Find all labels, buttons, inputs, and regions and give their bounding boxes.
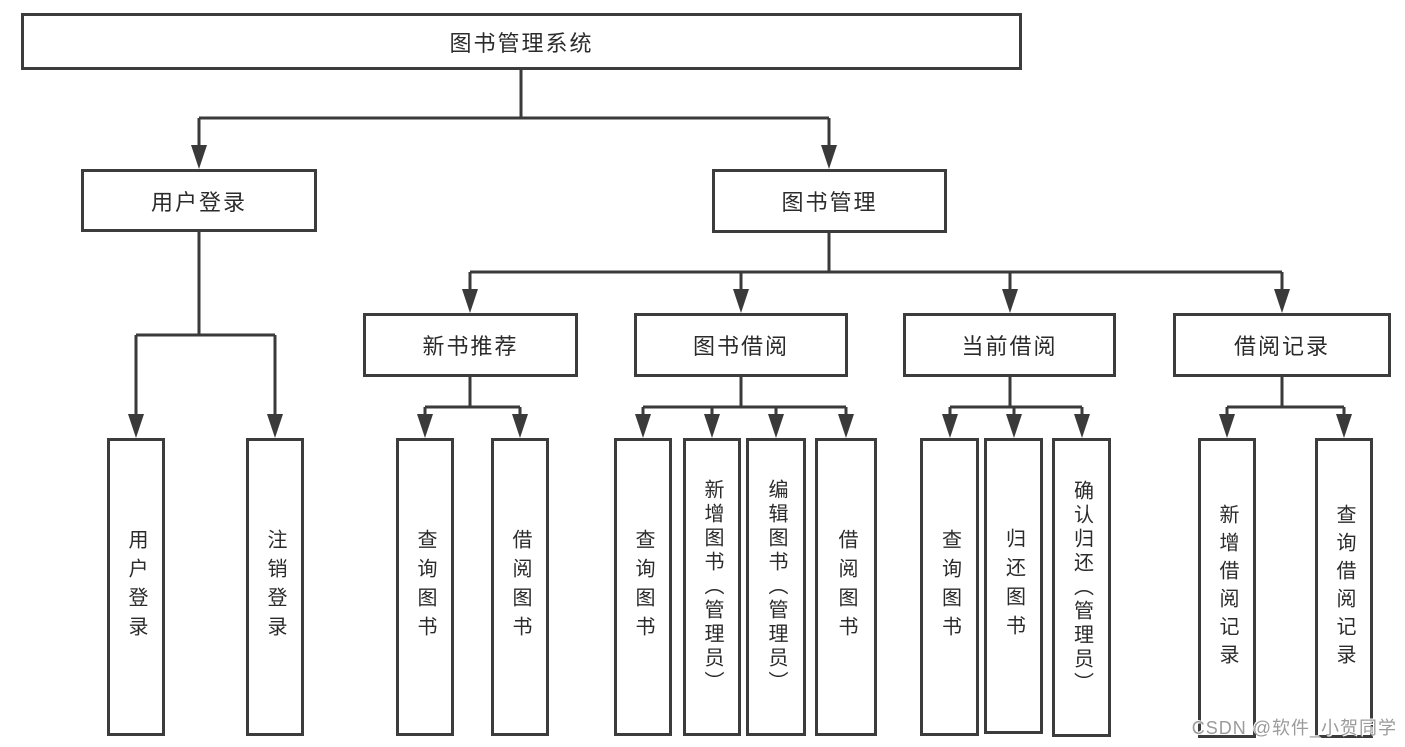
arrowhead-down-icon <box>1336 414 1352 438</box>
arrowhead-down-icon <box>1006 414 1022 438</box>
leaf-label: 查询图书 <box>414 529 436 645</box>
arrowhead-down-icon <box>462 289 478 313</box>
connector-current-to-leaves <box>942 377 1090 438</box>
node-root-system: 图书管理系统 <box>21 13 1022 70</box>
leaf-query-books-borrow: 查询图书 <box>614 438 672 736</box>
arrowhead-down-icon <box>768 414 784 438</box>
leaf-label: 查询借阅记录 <box>1333 504 1355 672</box>
connector-root-to-level1 <box>191 70 837 169</box>
arrowhead-down-icon <box>838 414 854 438</box>
arrowhead-down-icon <box>1002 289 1018 313</box>
arrowhead-down-icon <box>1274 289 1290 313</box>
arrowhead-down-icon <box>704 414 720 438</box>
leaf-label: 用户登录 <box>125 529 147 645</box>
leaf-label: 新增图书（管理员） <box>701 479 723 695</box>
leaf-label: 归还图书 <box>1002 528 1025 644</box>
arrowhead-down-icon <box>635 414 651 438</box>
node-current-borrow: 当前借阅 <box>903 313 1116 377</box>
arrowhead-down-icon <box>191 145 207 169</box>
arrowhead-down-icon <box>942 414 958 438</box>
leaf-add-books-admin: 新增图书（管理员） <box>683 438 741 736</box>
leaf-user-login: 用户登录 <box>107 438 165 736</box>
node-new-books: 新书推荐 <box>363 313 578 377</box>
leaf-label: 借阅图书 <box>509 529 531 645</box>
leaf-query-books-current: 查询图书 <box>920 438 979 736</box>
connector-new-books-to-leaves <box>417 377 528 438</box>
arrowhead-down-icon <box>267 414 283 438</box>
leaf-confirm-return-admin: 确认归还（管理员） <box>1052 438 1111 737</box>
connector-records-to-leaves <box>1219 377 1352 438</box>
node-book-borrow: 图书借阅 <box>634 313 848 377</box>
node-borrow-records: 借阅记录 <box>1173 313 1391 377</box>
connector-borrow-to-leaves <box>635 377 854 438</box>
node-label: 图书借阅 <box>692 334 789 359</box>
node-user-login: 用户登录 <box>81 169 317 232</box>
leaf-label: 借阅图书 <box>835 529 857 645</box>
leaf-return-books: 归还图书 <box>984 438 1043 734</box>
node-label: 用户登录 <box>150 189 247 215</box>
arrowhead-down-icon <box>1219 414 1235 438</box>
arrowhead-down-icon <box>821 145 837 169</box>
arrowhead-down-icon <box>128 414 144 438</box>
leaf-add-borrow-record: 新增借阅记录 <box>1198 438 1256 738</box>
connector-user-login-to-leaves <box>128 232 283 438</box>
arrowhead-down-icon <box>417 414 433 438</box>
node-label: 新书推荐 <box>422 334 519 359</box>
leaf-edit-books-admin: 编辑图书（管理员） <box>746 438 806 736</box>
arrowhead-down-icon <box>733 289 749 313</box>
node-label: 图书管理 <box>781 190 878 215</box>
leaf-logout: 注销登录 <box>246 438 304 736</box>
leaf-label: 新增借阅记录 <box>1216 504 1238 672</box>
leaf-label: 查询图书 <box>938 529 961 645</box>
leaf-label: 注销登录 <box>264 529 286 645</box>
arrowhead-down-icon <box>512 414 528 438</box>
leaf-borrow-books: 借阅图书 <box>815 438 877 736</box>
leaf-label: 查询图书 <box>632 529 654 645</box>
connector-book-mgmt-to-level2 <box>462 233 1290 313</box>
leaf-query-books-newbooks: 查询图书 <box>396 438 454 736</box>
node-label: 借阅记录 <box>1233 334 1330 359</box>
node-label: 当前借阅 <box>961 334 1058 359</box>
node-book-mgmt: 图书管理 <box>712 169 947 233</box>
leaf-borrow-books-newbooks: 借阅图书 <box>491 438 549 736</box>
csdn-watermark: CSDN @软件_小贺同学 <box>1191 718 1397 738</box>
leaf-query-borrow-record: 查询借阅记录 <box>1315 438 1373 738</box>
arrowhead-down-icon <box>1074 414 1090 438</box>
leaf-label: 确认归还（管理员） <box>1070 479 1093 696</box>
node-label: 图书管理系统 <box>449 30 594 56</box>
leaf-label: 编辑图书（管理员） <box>765 479 787 695</box>
